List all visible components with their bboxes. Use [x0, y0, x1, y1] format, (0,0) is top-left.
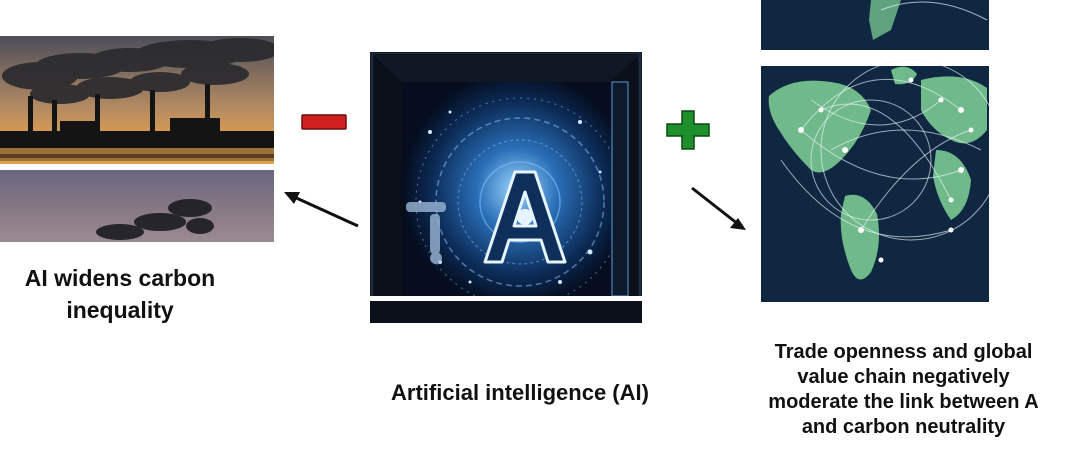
world-map-network-photo-icon: [761, 0, 989, 302]
arrow-to-right-panel: [686, 182, 750, 234]
left-caption-line-1: AI widens carbon: [24, 265, 216, 291]
left-caption: AI widens carbon inequality: [0, 262, 240, 326]
factory-smoke-photo-icon: [0, 36, 274, 242]
ai-letter-a-circuit-photo-icon: [370, 52, 642, 323]
right-caption-line-3: moderate the link between A: [768, 391, 1039, 413]
plus-icon: [666, 110, 710, 150]
arrow-down-right-icon: [691, 186, 746, 230]
plus-sign: [666, 110, 710, 150]
factory-smoke-image: [0, 36, 274, 242]
world-map-image: [761, 0, 989, 302]
right-caption-line-1: Trade openness and global: [774, 341, 1033, 363]
minus-icon: [301, 114, 347, 130]
ai-image: [370, 52, 642, 323]
right-caption: Trade openness and global value chain ne…: [734, 340, 1073, 440]
arrow-up-left-icon: [284, 192, 359, 228]
minus-sign: [301, 114, 347, 130]
right-caption-line-4: and carbon neutrality: [801, 416, 1006, 438]
arrow-to-left-panel: [280, 188, 364, 232]
right-caption-line-2: value chain negatively: [797, 366, 1010, 388]
left-caption-line-2: inequality: [66, 297, 174, 323]
center-caption: Artificial intelligence (AI): [391, 380, 649, 405]
